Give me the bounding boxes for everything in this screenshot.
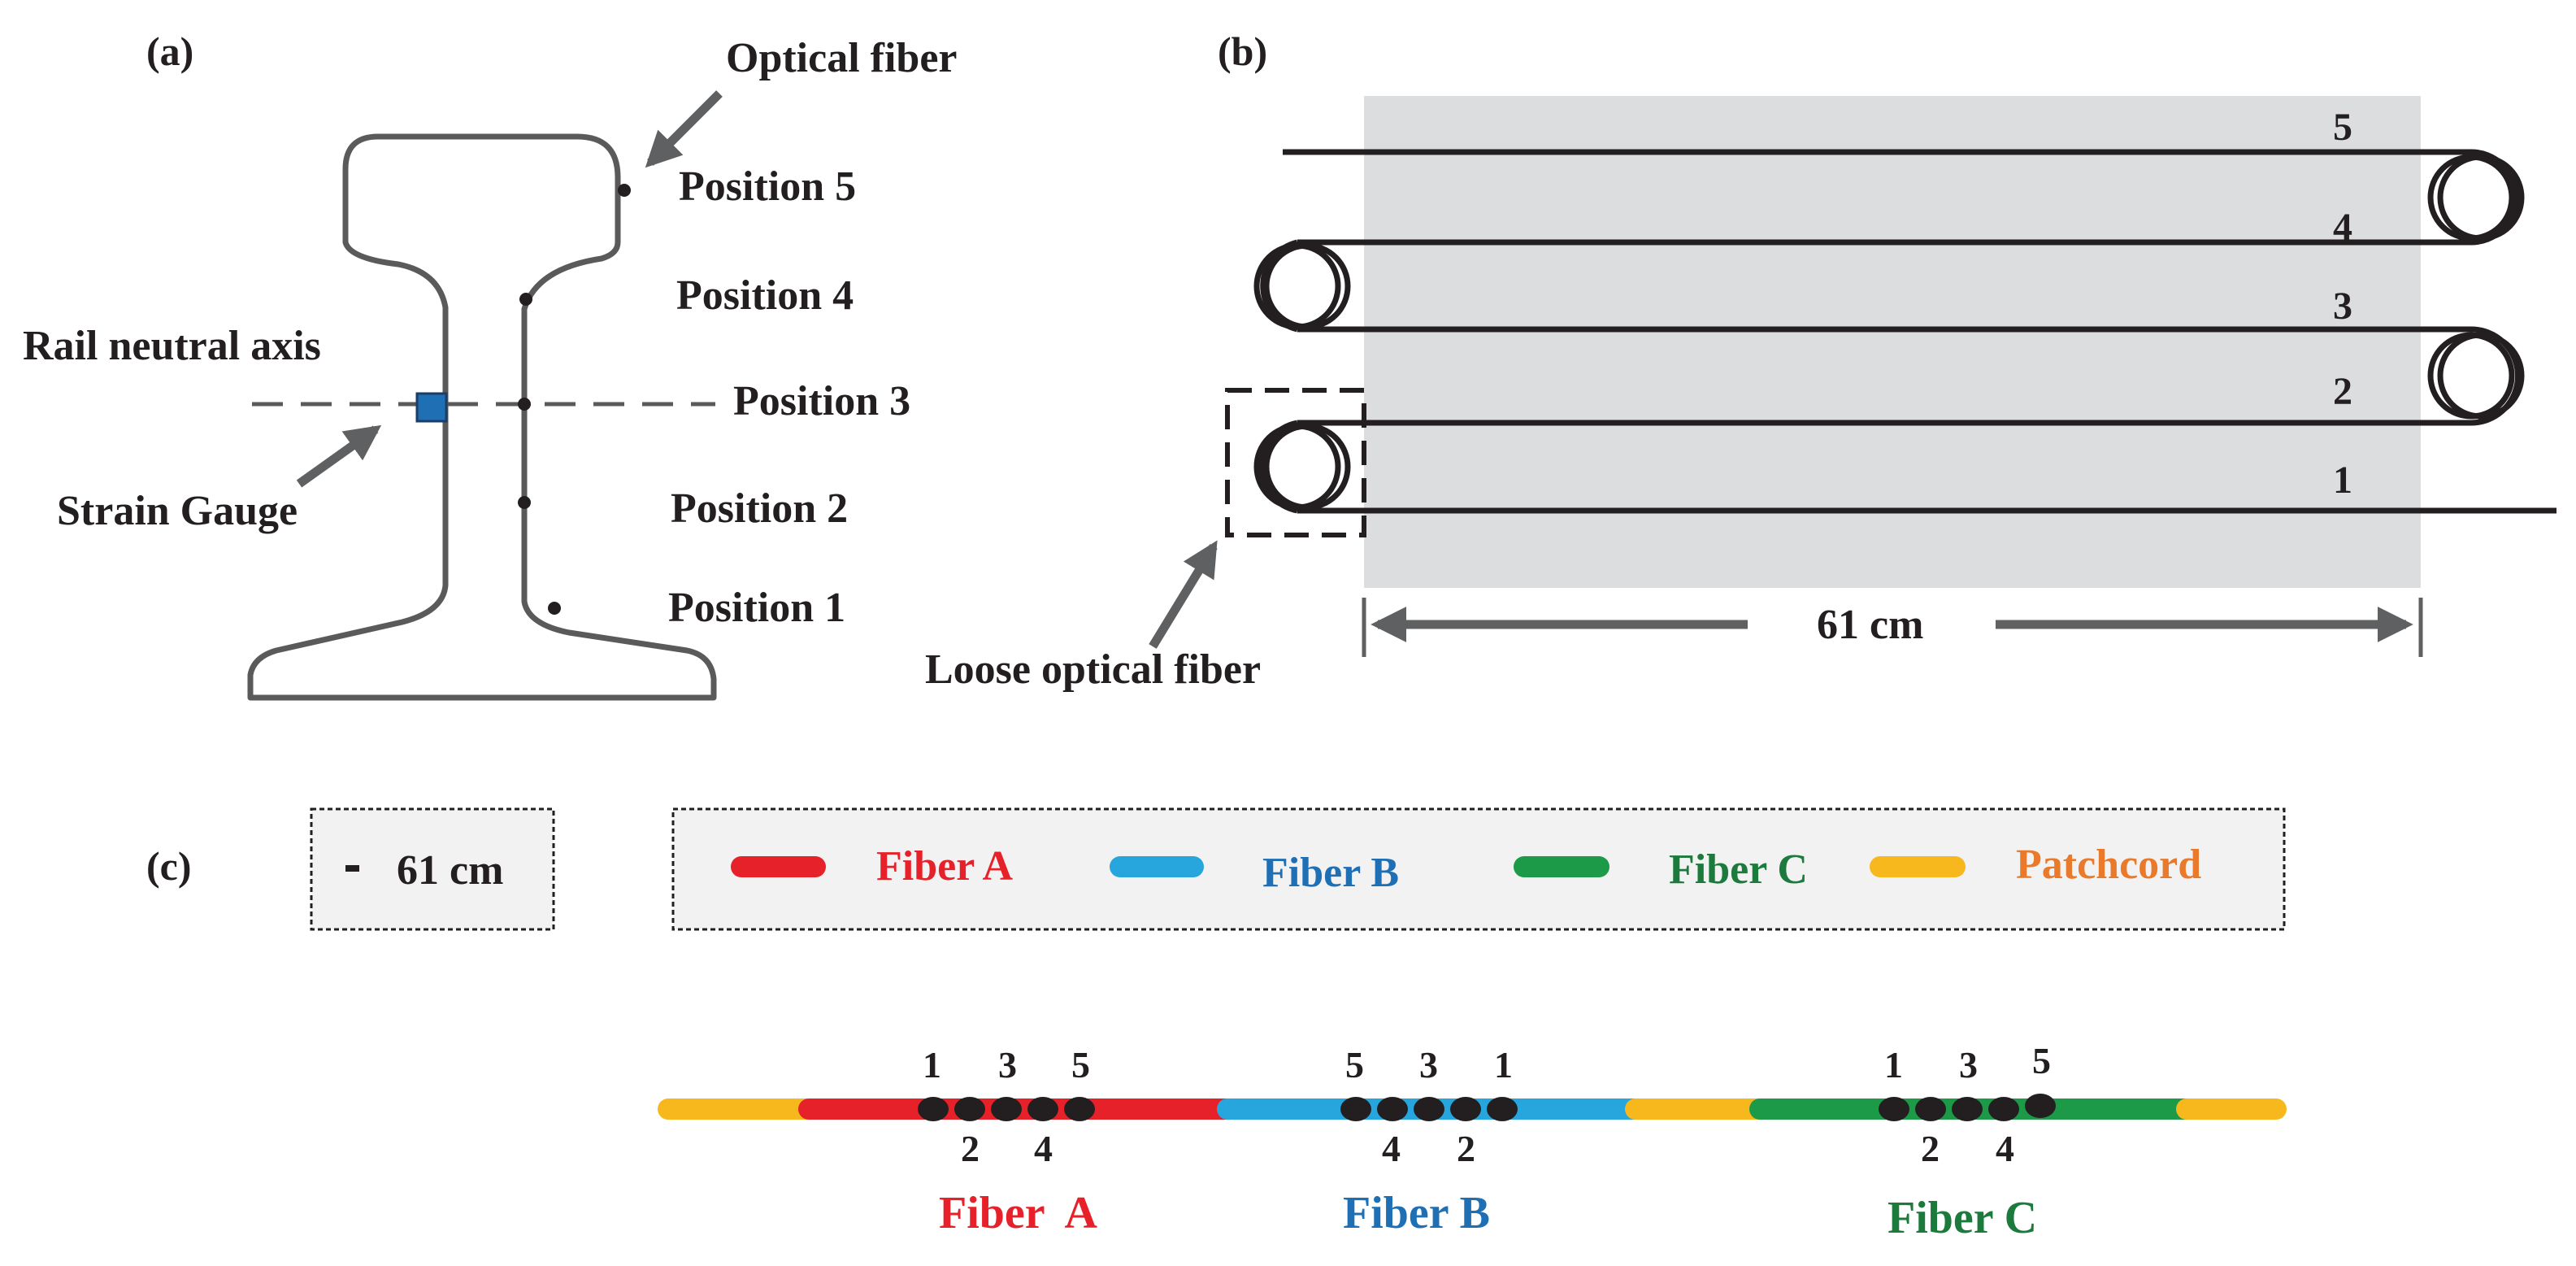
fiber-b-sensor-5 (1340, 1097, 1371, 1121)
loose-fiber-highlight-box (1225, 388, 1366, 537)
fiber-a-caption: Fiber A (939, 1188, 1098, 1238)
fiber-c-sensor-1 (1879, 1097, 1909, 1121)
scale-label: 61 cm (397, 847, 503, 894)
fiber-a-number-bottom-2: 2 (961, 1128, 980, 1169)
legend-label-fiber-c: Fiber C (1669, 846, 1808, 893)
fiber-b-number-top-5: 5 (1345, 1044, 1364, 1085)
fiber-a-sensor-5 (1064, 1097, 1095, 1121)
strain-gauge-marker (415, 392, 448, 423)
legend-box (671, 807, 2286, 931)
line-number-1: 1 (2333, 459, 2352, 502)
optical-fiber-arrow (645, 90, 723, 168)
fiber-b-sensor-3 (1414, 1097, 1444, 1121)
fiber-c-sensor-5 (2025, 1094, 2056, 1118)
panel-c: (c) 61 cm Fiber A Fiber B Fiber C Patchc… (146, 807, 2287, 1243)
fiber-b-sensors (1340, 1097, 1518, 1121)
line-number-2: 2 (2333, 370, 2352, 413)
fiber-c-sensors (1879, 1094, 2056, 1121)
sensor-dot-position-5 (618, 184, 631, 197)
fiber-c-number-bottom-4: 4 (1996, 1128, 2014, 1169)
panel-c-tag: (c) (146, 843, 192, 889)
span-length-label: 61 cm (1817, 602, 1923, 648)
fiber-a-number-bottom-4: 4 (1034, 1128, 1053, 1169)
sensor-dot-position-2 (518, 496, 531, 509)
rail-outline (247, 133, 717, 701)
fiber-a-sensor-1 (918, 1097, 949, 1121)
fiber-loop-path (1253, 149, 2556, 514)
fiber-b-number-bottom-4: 4 (1382, 1128, 1401, 1169)
line-number-5: 5 (2333, 106, 2352, 149)
fiber-b-sensor-4 (1377, 1097, 1408, 1121)
fiber-b-number-bottom-2: 2 (1457, 1128, 1475, 1169)
line-number-3: 3 (2333, 285, 2352, 328)
fiber-b-number-top-1: 1 (1494, 1044, 1513, 1085)
position-3-label: Position 3 (733, 378, 910, 424)
optical-fiber-label: Optical fiber (726, 35, 958, 81)
fiber-c-number-top-5: 5 (2032, 1040, 2051, 1081)
fiber-c-number-top-1: 1 (1884, 1044, 1903, 1085)
panel-b-tag: (b) (1218, 28, 1267, 74)
position-5-label: Position 5 (679, 163, 856, 210)
loose-fiber-arrow (1149, 540, 1218, 649)
position-2-label: Position 2 (671, 485, 848, 532)
strain-gauge-label: Strain Gauge (57, 488, 298, 534)
panel-b: (b) (925, 28, 2556, 693)
fiber-a-number-top-1: 1 (923, 1044, 941, 1085)
fiber-a-sensor-3 (991, 1097, 1022, 1121)
fiber-c-caption: Fiber C (1887, 1193, 2037, 1243)
line-number-4: 4 (2333, 206, 2352, 249)
rail-neutral-axis-label: Rail neutral axis (23, 323, 321, 369)
fiber-b-sensor-2 (1450, 1097, 1481, 1121)
loose-fiber-label: Loose optical fiber (925, 646, 1261, 693)
fiber-a-number-top-5: 5 (1071, 1044, 1090, 1085)
legend-label-fiber-b: Fiber B (1262, 850, 1399, 896)
fiber-a-sensor-4 (1027, 1097, 1058, 1121)
sensor-dot-position-4 (519, 293, 532, 306)
fiber-c-sensor-3 (1952, 1097, 1983, 1121)
fiber-coil-left-top (1253, 239, 1351, 333)
fiber-c-sensor-2 (1915, 1097, 1946, 1121)
fiber-c-number-top-3: 3 (1959, 1044, 1978, 1085)
position-4-label: Position 4 (676, 272, 854, 319)
panel-a: (a) Optical fiber Rail neutral axis Stra… (23, 28, 958, 701)
fiber-coil-right-bottom (2427, 326, 2525, 426)
fiber-c-number-bottom-2: 2 (1921, 1128, 1940, 1169)
fiber-a-number-top-3: 3 (998, 1044, 1017, 1085)
fiber-b-caption: Fiber B (1343, 1188, 1490, 1238)
strain-gauge-arrow (296, 424, 382, 488)
fiber-b-sensor-1 (1487, 1097, 1518, 1121)
legend-label-fiber-a: Fiber A (876, 843, 1013, 890)
fiber-coil-left-bottom (1253, 420, 1351, 514)
position-1-label: Position 1 (668, 585, 845, 631)
fiber-b-number-top-3: 3 (1419, 1044, 1438, 1085)
shaded-test-region (1364, 96, 2421, 588)
sensor-dot-position-3 (518, 398, 531, 411)
fiber-c-sensor-4 (1988, 1097, 2019, 1121)
panel-a-tag: (a) (146, 28, 193, 74)
fiber-a-sensor-2 (954, 1097, 985, 1121)
fiber-coil-right-top (2427, 149, 2525, 246)
legend-label-patchcord: Patchcord (2016, 842, 2201, 888)
sensor-dot-position-1 (548, 602, 561, 615)
fiber-a-sensors (918, 1097, 1095, 1121)
